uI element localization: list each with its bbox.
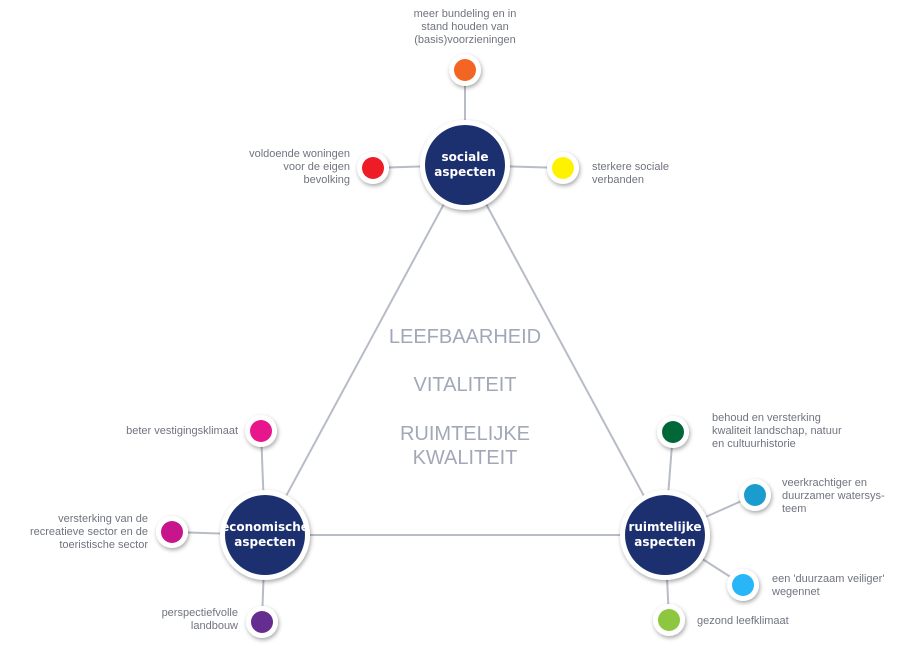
- hub-social-label: sociale aspecten: [434, 150, 496, 179]
- label-wegennet: een 'duurzaam veiliger' wegennet: [772, 573, 885, 598]
- node-bundeling: [449, 54, 481, 86]
- label-recreatie: versterking van de recreatieve sector en…: [29, 513, 148, 551]
- label-vestiging: beter vestigingsklimaat: [126, 425, 238, 437]
- label-bundeling: meer bundeling en in stand houden van (b…: [413, 8, 517, 46]
- label-leefklimaat: gezond leefklimaat: [697, 615, 789, 627]
- hub-spatial: [620, 490, 710, 580]
- node-vestiging: [245, 415, 277, 447]
- label-woningen: voldoende woningen voor de eigen bevolki…: [249, 148, 350, 186]
- node-landbouw: [246, 606, 278, 638]
- hub-spatial-label: ruimtelijke aspecten: [628, 520, 702, 549]
- node-verbanden: [547, 152, 579, 184]
- node-landschap: [657, 416, 689, 448]
- label-landschap: behoud en versterking kwaliteit landscha…: [712, 412, 842, 450]
- node-leefklimaat: [653, 604, 685, 636]
- edge-social-economic: [264, 164, 466, 536]
- label-water: veerkrachtiger en duurzamer watersys- te…: [782, 477, 885, 515]
- node-woningen: [357, 152, 389, 184]
- core-ruimtelijke-kwaliteit: RUIMTELIJKE KWALITEIT: [399, 423, 531, 469]
- core-leefbaarheid: LEEFBAARHEID: [388, 326, 542, 348]
- label-landbouw: perspectiefvolle landbouw: [161, 607, 238, 632]
- edge-social-spatial: [464, 164, 666, 536]
- hub-social: [420, 120, 510, 210]
- hub-economic-label: economische aspecten: [221, 520, 309, 549]
- label-verbanden: sterkere sociale verbanden: [592, 161, 670, 186]
- node-water: [739, 479, 771, 511]
- node-wegennet: [727, 569, 759, 601]
- hub-economic: [220, 490, 310, 580]
- core-vitaliteit: VITALITEIT: [413, 374, 517, 396]
- node-recreatie: [156, 516, 188, 548]
